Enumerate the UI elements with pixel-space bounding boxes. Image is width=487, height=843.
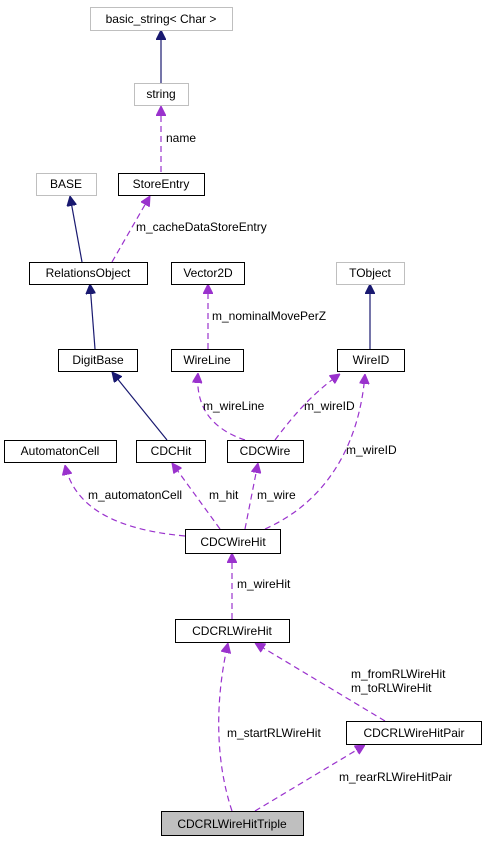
node-basic-string-label: basic_string< Char > — [106, 12, 217, 26]
edge-label-start-rl-wire-hit: m_startRLWireHit — [227, 726, 321, 740]
edge-label-hit: m_hit — [209, 488, 239, 502]
edge-label-wire-id-from-wirehit: m_wireID — [346, 443, 397, 457]
node-string-label: string — [146, 87, 175, 101]
node-relations-object-label: RelationsObject — [46, 266, 131, 280]
edge-cdc-hit-to-cdc-wire-hit — [172, 463, 221, 530]
edge-cdc-wire-to-cdc-wire-hit — [244, 463, 258, 530]
node-tobject-label: TObject — [349, 266, 391, 280]
node-vector2d-label: Vector2D — [183, 266, 233, 280]
edge-label-wire: m_wire — [257, 488, 296, 502]
edge-label-wire-hit: m_wireHit — [237, 577, 291, 591]
node-cdcrl-wire-hit-triple[interactable]: CDCRLWireHitTriple — [161, 811, 304, 836]
node-store-entry[interactable]: StoreEntry — [118, 173, 205, 196]
node-cdc-wire-label: CDCWire — [240, 444, 291, 458]
edge-relations-object-inherits-base — [70, 196, 83, 263]
node-cdc-hit-label: CDCHit — [151, 444, 192, 458]
node-cdc-hit[interactable]: CDCHit — [136, 440, 206, 463]
edge-wire-id-to-cdc-wire-hit — [264, 374, 365, 530]
node-cdcrl-wire-hit-label: CDCRLWireHit — [192, 624, 272, 638]
node-tobject[interactable]: TObject — [336, 262, 405, 285]
node-basic-string[interactable]: basic_string< Char > — [90, 7, 233, 31]
node-automaton-cell-label: AutomatonCell — [21, 444, 100, 458]
node-cdcrl-wire-hit-triple-label: CDCRLWireHitTriple — [177, 817, 287, 831]
node-wire-line-label: WireLine — [183, 353, 231, 367]
edge-label-to-rl-wire-hit: m_toRLWireHit — [351, 681, 432, 695]
node-cdc-wire-hit-label: CDCWireHit — [200, 535, 266, 549]
node-cdc-wire[interactable]: CDCWire — [227, 440, 304, 463]
node-cdcrl-wire-hit[interactable]: CDCRLWireHit — [175, 619, 290, 643]
node-string[interactable]: string — [134, 83, 189, 106]
node-cdcrl-wire-hit-pair-label: CDCRLWireHitPair — [363, 726, 464, 740]
edge-label-rear-rl-wire-hit-pair: m_rearRLWireHitPair — [339, 770, 452, 784]
edge-label-wire-id-from-wire: m_wireID — [304, 399, 355, 413]
node-automaton-cell[interactable]: AutomatonCell — [4, 440, 117, 463]
node-vector2d[interactable]: Vector2D — [171, 262, 245, 285]
edge-cdc-wire-wire-id — [274, 374, 340, 441]
edge-relations-object-cache-store-entry — [111, 196, 150, 263]
node-store-entry-label: StoreEntry — [133, 177, 190, 191]
edge-digit-base-inherits-relations-object — [90, 284, 95, 350]
edge-label-name: name — [166, 131, 196, 145]
edge-triple-to-pair — [254, 745, 365, 812]
edge-cdc-wire-wire-line — [198, 373, 246, 441]
edge-triple-to-cdcrl-wire-hit — [218, 643, 233, 812]
node-base-label: BASE — [50, 177, 82, 191]
edge-label-from-rl-wire-hit: m_fromRLWireHit — [351, 667, 446, 681]
node-digit-base[interactable]: DigitBase — [58, 349, 138, 372]
node-cdcrl-wire-hit-pair[interactable]: CDCRLWireHitPair — [346, 721, 482, 745]
edge-label-nominal-move-per-z: m_nominalMovePerZ — [212, 309, 326, 323]
edge-pair-to-cdcrl-wire-hit — [255, 643, 386, 722]
edge-automaton-cell-to-cdc-wire-hit — [65, 465, 186, 537]
edge-label-automaton-cell: m_automatonCell — [88, 488, 182, 502]
edge-label-wire-line: m_wireLine — [203, 399, 265, 413]
node-digit-base-label: DigitBase — [72, 353, 124, 367]
node-wire-line[interactable]: WireLine — [171, 349, 244, 372]
node-base[interactable]: BASE — [36, 173, 97, 196]
edge-cdc-hit-inherits-digit-base — [112, 372, 168, 441]
node-wire-id[interactable]: WireID — [337, 349, 405, 372]
node-wire-id-label: WireID — [353, 353, 390, 367]
edge-label-cache-data-store-entry: m_cacheDataStoreEntry — [136, 220, 267, 234]
node-cdc-wire-hit[interactable]: CDCWireHit — [185, 529, 281, 554]
node-relations-object[interactable]: RelationsObject — [29, 262, 148, 285]
